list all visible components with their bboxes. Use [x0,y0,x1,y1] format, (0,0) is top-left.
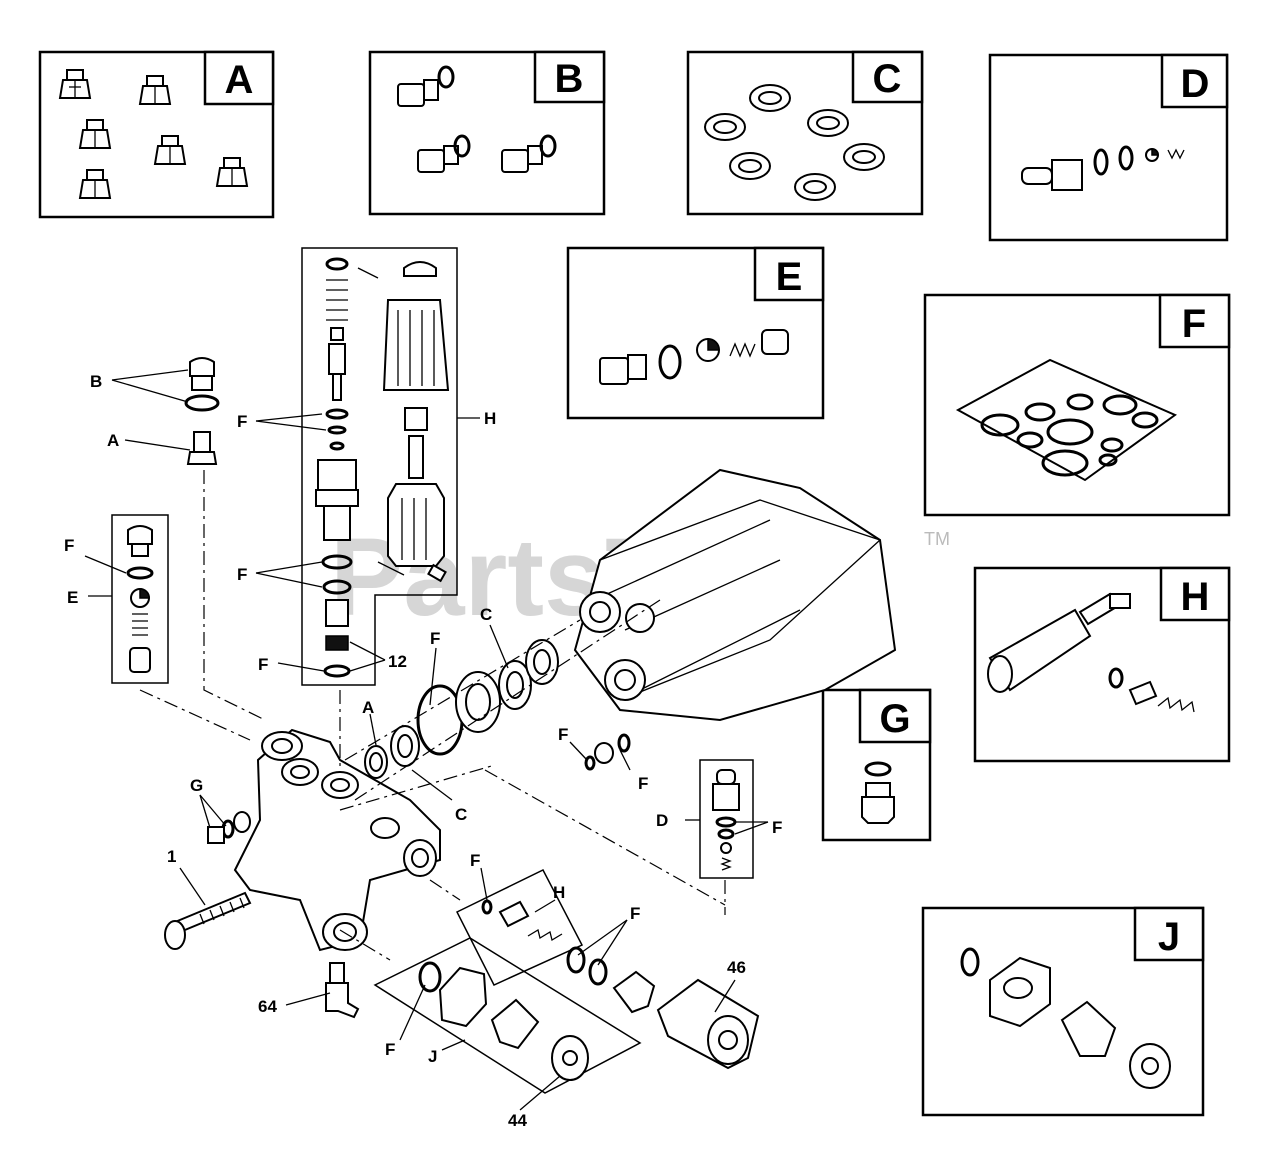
plug-g-group [861,761,895,824]
callout-j-main: J [428,1047,437,1066]
callout-c-upper: C [480,605,492,624]
callout-f-check1: F [558,725,568,744]
callout-f-mid: F [237,565,247,584]
injector-stack [712,769,740,871]
callout-f-h: F [470,851,480,870]
kit-h-box: H [973,566,1231,763]
leader-lines [84,369,769,1111]
check-valve-small [584,733,631,771]
callout-labels: B A F H F E F F 12 F C A C F F G D F 1 F… [64,372,782,1130]
inlet-valve-stack [126,525,154,673]
pump-housing [573,468,897,722]
oring-bag-group [955,358,1178,482]
callout-f-center: F [430,629,440,648]
kit-c-box: C [686,50,924,216]
callout-f-left: F [64,536,74,555]
kit-a-box: A [38,50,275,219]
unloader-parts-group [599,329,789,385]
callout-46: 46 [727,958,746,977]
callout-f-d: F [772,818,782,837]
kit-d-label: D [1181,62,1210,106]
kit-e-box: E [566,246,825,420]
callout-h-main: H [484,409,496,428]
callout-64: 64 [258,997,277,1016]
kit-g-label: G [879,697,910,741]
alignment-lines [139,470,726,961]
kit-a-label: A [225,58,254,102]
unloader-assembly [315,257,450,678]
callout-f-low: F [258,655,268,674]
pressure-regulator-lower [481,899,563,942]
plug-g-manifold [207,811,251,844]
callout-d-main: D [656,811,668,830]
quick-coupler-frame [373,937,642,1094]
unloader-frame [301,247,458,686]
seal-group [704,84,885,201]
pressure-regulator-frame [455,869,584,986]
plug-and-oring-group [397,65,557,173]
kit-h-label: H [1181,575,1210,619]
callout-f-upper: F [237,412,247,431]
check-valve-group [1021,145,1185,191]
quick-coupler-lower [418,961,589,1081]
kit-j-label: J [1158,915,1180,959]
kit-g-box: G [821,688,932,842]
callout-f-right: F [630,904,640,923]
callout-h-low: H [553,883,565,902]
kit-d-box: D [988,53,1229,242]
kit-f-label: F [1182,302,1206,346]
callout-1: 1 [167,847,176,866]
callout-b-main: B [90,372,102,391]
callout-44: 44 [508,1111,527,1130]
callout-c-lower: C [455,805,467,824]
callout-a-main: A [107,431,119,450]
injector-frame [699,759,754,879]
fitting-64 [325,962,360,1019]
inlet-valve-frame [111,514,169,684]
callout-e-left: E [67,588,78,607]
valve-a-part [186,431,218,465]
pressure-adjust-group [987,592,1195,713]
valve-cage-group [58,69,249,199]
kit-b-label: B [555,57,584,101]
plug-b-part [184,357,220,412]
kit-j-box: J [921,906,1205,1117]
quick-connect-group [960,947,1171,1089]
callout-12: 12 [388,652,407,671]
callout-a-center: A [362,698,374,717]
callout-f-check2: F [638,774,648,793]
kit-e-label: E [776,255,803,299]
kit-f-box: F [923,293,1231,517]
outlet-fittings [566,946,760,1070]
mounting-bolt [164,891,252,950]
pump-manifold [233,728,441,952]
kit-c-label: C [873,57,902,101]
callout-f-j: F [385,1040,395,1059]
callout-g-main: G [190,776,203,795]
watermark-trademark: TM [924,529,950,549]
kit-b-box: B [368,50,606,216]
